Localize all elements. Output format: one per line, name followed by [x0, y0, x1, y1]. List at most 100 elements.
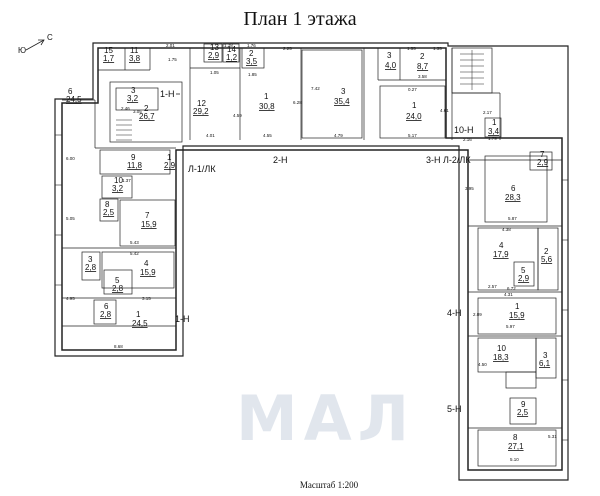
entrance-label: 10-H: [454, 125, 474, 135]
dimension: 5.42: [130, 251, 139, 256]
room-area: 2,5: [103, 208, 115, 217]
dimension: 1.37: [122, 178, 131, 183]
room-number: 1: [412, 101, 417, 110]
room-area: 26,7: [139, 112, 155, 121]
room-area: 3,4: [488, 127, 500, 136]
dimension: 4.79: [334, 133, 343, 138]
dimension: 6.28: [293, 100, 302, 105]
room-number: 11: [130, 46, 139, 55]
room-number: 2: [420, 52, 425, 61]
room-number: 1: [167, 153, 172, 162]
room-number: 8: [105, 200, 110, 209]
room-area: 2,8: [100, 310, 112, 319]
dimension: 2.46: [121, 106, 130, 111]
room-number: 6: [68, 87, 73, 96]
room-area: 28,3: [505, 193, 521, 202]
dimension: 1.78: [224, 43, 233, 48]
dimension: 5.17: [408, 133, 417, 138]
room-number: 3: [88, 255, 93, 264]
room-number: 7: [145, 211, 150, 220]
entrance-label: 5-H: [447, 404, 462, 414]
room-number: 5: [115, 276, 120, 285]
inner-wall: [61, 47, 563, 471]
dimension: 4.50: [478, 362, 487, 367]
room-number: 3: [131, 86, 136, 95]
dimension: 4.59: [233, 113, 242, 118]
room-area: 8,7: [417, 62, 429, 71]
room-number: 5: [521, 266, 526, 275]
room-number: 1: [515, 302, 520, 311]
dimension: 5.05: [66, 216, 75, 221]
room-number: 7: [540, 150, 545, 159]
entrance-label: 1-H: [160, 89, 175, 99]
dimension: 7.42: [311, 86, 320, 91]
room-area: 17,9: [493, 250, 509, 259]
dimension: 3.95: [465, 186, 474, 191]
room-number: 1: [492, 118, 497, 127]
room-area: 6,1: [539, 359, 551, 368]
entrance-labels: 1-H Л-1/ЛК 1-H 2-H 3-H Л-2/ЛК 10-H 4-H 5…: [160, 89, 474, 414]
dimension-labels: 2.01 1.05 1.76 1.78 2.25 1.55 1.35 1.75 …: [66, 43, 557, 462]
room-area: 1,2: [226, 53, 238, 62]
dimension: 0.27: [408, 87, 417, 92]
room-number: 9: [131, 153, 136, 162]
room-area: 2,5: [517, 408, 529, 417]
dimension: 1.76: [247, 43, 256, 48]
room-area: 29,2: [193, 107, 209, 116]
dimension: 4.31: [504, 292, 513, 297]
dimension: 4.38: [502, 227, 511, 232]
room-area: 1,7: [103, 54, 115, 63]
room-area: 2,9: [518, 274, 530, 283]
outer-wall: [54, 42, 569, 481]
dimension: 1.35: [433, 46, 442, 51]
compass-arrow-icon: [25, 39, 45, 51]
dimension: 1.79: [488, 136, 497, 141]
dimension: 4.95: [66, 296, 75, 301]
room-area: 2,8: [85, 263, 97, 272]
room-area: 24,5: [132, 319, 148, 328]
room-area: 2,9: [537, 158, 549, 167]
room-area: 5,6: [541, 255, 553, 264]
room-number: 10: [114, 176, 123, 185]
compass-north: С: [47, 33, 53, 42]
room-area: 27,1: [508, 442, 524, 451]
room-area: 3,5: [246, 57, 258, 66]
dimension: 2.09: [473, 312, 482, 317]
entrance-label: 1-H: [175, 314, 190, 324]
room-labels: 15 1,7 11 3,8 13 2,9 14 1,2 2 3,5 12 29,…: [66, 43, 553, 451]
room-area: 2,9: [164, 161, 176, 170]
dimension: 8.68: [114, 344, 123, 349]
room-area: 18,3: [493, 353, 509, 362]
room-area: 2,8: [112, 284, 124, 293]
dimension: 2.57: [488, 284, 497, 289]
dimension: 5.31: [548, 434, 557, 439]
room-area: 15,9: [141, 220, 157, 229]
dimension: 5.87: [508, 216, 517, 221]
entrance-label: Л-1/ЛК: [188, 164, 216, 174]
room-area: 24,5: [66, 95, 82, 104]
room-number: 3: [387, 51, 392, 60]
room-number: 1: [264, 92, 269, 101]
room-number: 12: [197, 99, 206, 108]
room-number: 3: [543, 351, 548, 360]
dimension: 3.15: [142, 296, 151, 301]
dimension: 2.17: [483, 110, 492, 115]
room-area: 15,9: [509, 311, 525, 320]
dimension: 6.00: [66, 156, 75, 161]
room-number: 6: [104, 302, 109, 311]
room-area: 2,9: [208, 51, 220, 60]
dimension: 5.97: [506, 324, 515, 329]
room-area: 11,8: [127, 161, 143, 170]
room-number: 9: [521, 400, 526, 409]
room-number: 4: [144, 259, 149, 268]
dimension: 4.01: [206, 133, 215, 138]
room-number: 8: [513, 433, 518, 442]
room-number: 10: [497, 344, 506, 353]
room-area: 3,2: [112, 184, 124, 193]
room-number: 14: [227, 45, 236, 54]
entrance-label: Л-2/ЛК: [443, 155, 471, 165]
scale-label: Масштаб 1:200: [299, 480, 359, 490]
entrance-label: 2-H: [273, 155, 288, 165]
room-area: 4,0: [385, 61, 397, 70]
